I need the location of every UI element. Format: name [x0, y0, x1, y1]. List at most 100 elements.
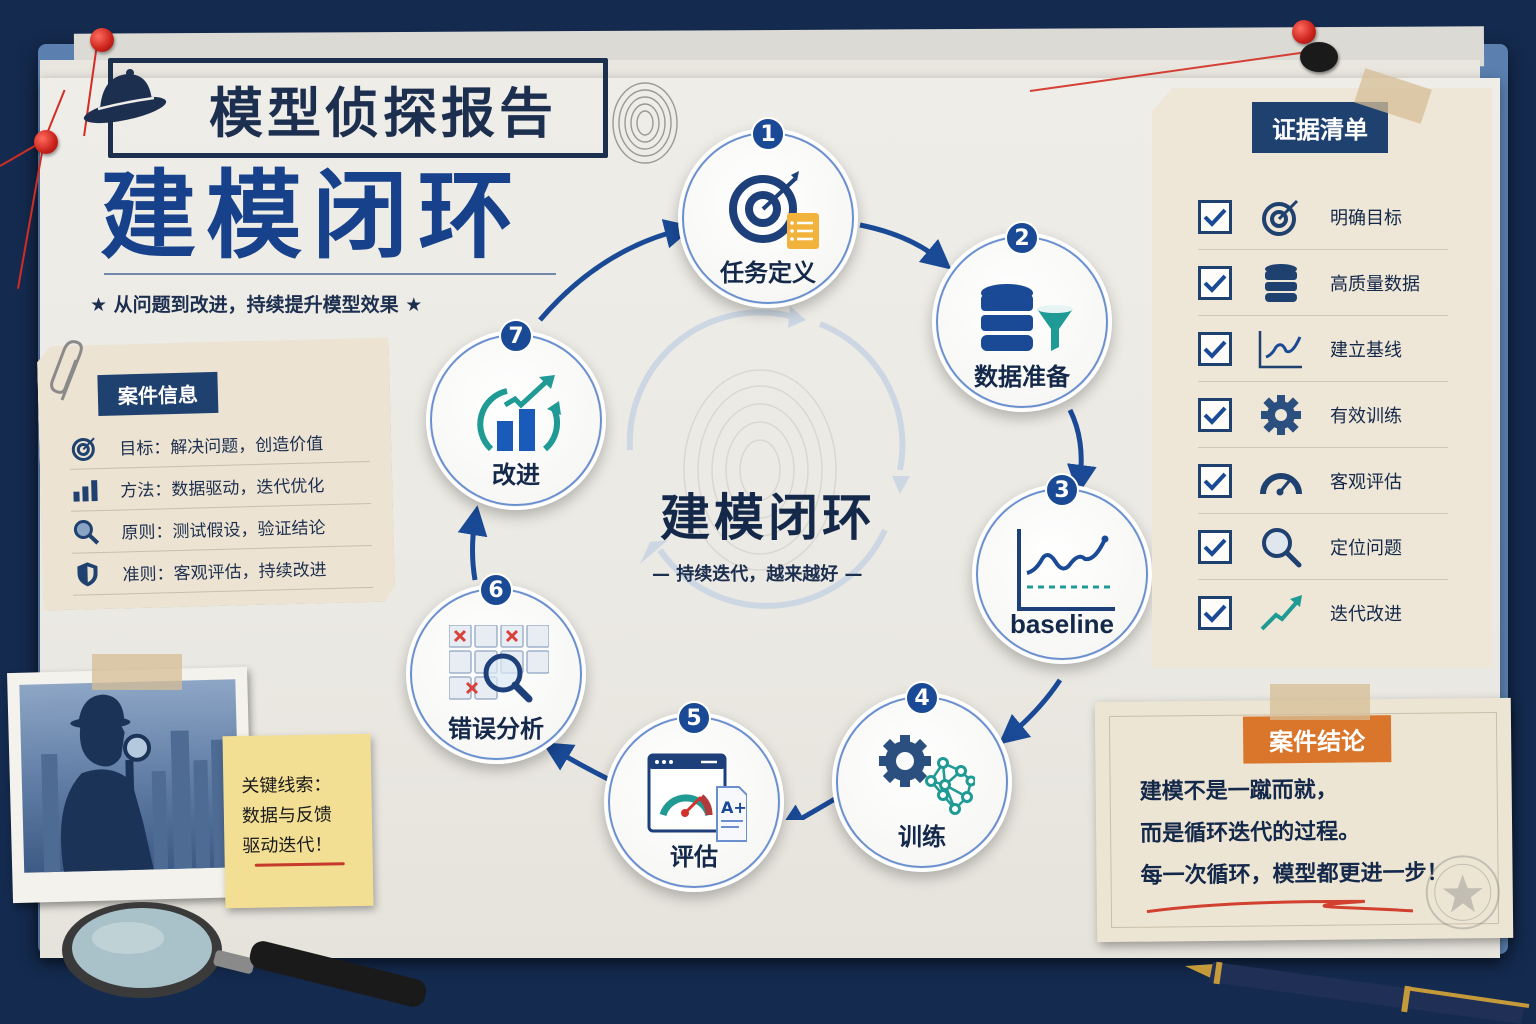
- shield-icon: [72, 562, 103, 587]
- case-conclusion-card: 案件结论 建模不是一蹴而就， 而是循环迭代的过程。 每一次循环，模型都更进一步！: [1094, 697, 1514, 943]
- conclusion-line: 而是循环迭代的过程。: [1140, 819, 1361, 847]
- checkbox-checked[interactable]: [1198, 529, 1232, 564]
- evidence-text: 明确目标: [1330, 207, 1402, 229]
- detective-silhouette-icon: [41, 694, 235, 873]
- evidence-item: 明确目标: [1198, 184, 1448, 250]
- tape: [1270, 684, 1370, 720]
- step-label: 数据准备: [974, 363, 1070, 391]
- step-number: 2: [1005, 221, 1039, 255]
- step-number: 3: [1045, 473, 1079, 507]
- push-pin: [34, 130, 58, 154]
- step-number: 5: [677, 701, 711, 735]
- evidence-text: 有效训练: [1330, 405, 1402, 427]
- gauge-icon: [1256, 460, 1306, 502]
- cycle-background-ring: [626, 306, 910, 609]
- cycle-center-subtitle: — 持续迭代，越来越好 —: [652, 564, 863, 585]
- case-conclusion-label: 案件结论: [1242, 715, 1392, 764]
- main-title: 建模闭环: [100, 160, 524, 272]
- photo-image: [19, 679, 241, 873]
- cycle-step-7[interactable]: 7 改进: [426, 319, 606, 510]
- detective-hat-icon: [83, 69, 167, 124]
- checkbox-checked[interactable]: [1198, 331, 1232, 366]
- evidence-item: 建立基线: [1198, 316, 1448, 382]
- evidence-list: 明确目标 高质量数据 建立基线 有效训练 客观评估 定位问题: [1198, 184, 1448, 646]
- target-icon: [69, 436, 100, 461]
- pin-base: [1300, 42, 1338, 72]
- step-label: 改进: [492, 461, 540, 489]
- case-info-text: 目标：解决问题，创造价值: [119, 434, 324, 460]
- case-info-list: 目标：解决问题，创造价值 方法：数据驱动，迭代优化 原则：测试假设，验证结论 准…: [69, 420, 373, 596]
- evidence-text: 定位问题: [1330, 537, 1402, 559]
- case-info-item: 原则：测试假设，验证结论: [71, 504, 372, 554]
- growth-chart-icon: [477, 375, 561, 452]
- case-info-item: 方法：数据驱动，迭代优化: [70, 462, 371, 512]
- cycle-step-2[interactable]: 2 数据准备: [932, 221, 1112, 412]
- checkbox-checked[interactable]: [1198, 199, 1232, 234]
- push-pin: [1292, 20, 1316, 44]
- evidence-item: 客观评估: [1198, 448, 1448, 514]
- magnifier-icon: [71, 520, 102, 545]
- step-number: 4: [905, 681, 939, 715]
- evidence-text: 建立基线: [1330, 339, 1402, 361]
- case-info-item: 准则：客观评估，持续改进: [72, 546, 373, 596]
- case-info-text: 方法：数据驱动，迭代优化: [120, 476, 325, 502]
- case-info-label: 案件信息: [97, 372, 218, 416]
- case-info-text: 准则：客观评估，持续改进: [122, 560, 327, 586]
- svg-text:A+: A+: [721, 798, 747, 817]
- target-icon: [1256, 196, 1306, 238]
- stamp-title: 模型侦探报告: [209, 81, 557, 145]
- evidence-item: 有效训练: [1198, 382, 1448, 448]
- cycle-step-4[interactable]: 4 训练: [832, 681, 1012, 872]
- evidence-item: 高质量数据: [1198, 250, 1448, 316]
- checkbox-checked[interactable]: [1198, 265, 1232, 300]
- case-info-item: 目标：解决问题，创造价值: [69, 420, 370, 470]
- stamp-title-box: 模型侦探报告: [108, 58, 608, 158]
- subtitle: ★ 从问题到改进，持续提升模型效果 ★: [90, 294, 423, 316]
- sticky-note-text: 关键线索： 数据与反馈 驱动迭代！: [241, 770, 333, 862]
- case-info-text: 原则：测试假设，验证结论: [121, 518, 326, 544]
- step-label: baseline: [1009, 609, 1115, 639]
- target-checklist-icon: [729, 171, 819, 249]
- fountain-pen-prop-icon: [1185, 961, 1530, 1024]
- step-number: 1: [751, 117, 785, 151]
- evidence-item: 定位问题: [1198, 514, 1448, 580]
- bar-chart-icon: [70, 478, 101, 503]
- grid-magnifier-icon: [449, 625, 549, 703]
- conclusion-text: 建模不是一蹴而就， 而是循环迭代的过程。 每一次循环，模型都更进一步！: [1139, 768, 1449, 897]
- database-icon: [1256, 262, 1306, 304]
- star-seal-icon: [1425, 855, 1500, 930]
- gauge-report-icon: A+: [647, 753, 747, 842]
- evidence-checklist-label: 证据清单: [1252, 102, 1388, 153]
- conclusion-line: 每一次循环，模型都更进一步！: [1140, 860, 1449, 889]
- step-label: 评估: [670, 843, 718, 871]
- database-funnel-icon: [981, 284, 1073, 351]
- cycle-step-3[interactable]: 3 baseline: [972, 473, 1152, 664]
- magnifier-icon: [1256, 526, 1306, 568]
- title-divider: [104, 273, 556, 275]
- evidence-item: 迭代改进: [1198, 580, 1448, 646]
- step-label: 任务定义: [720, 259, 816, 287]
- red-underline-scribble: [1146, 899, 1414, 914]
- checkbox-checked[interactable]: [1198, 596, 1232, 630]
- cycle-step-1[interactable]: 1 任务定义: [678, 117, 858, 308]
- cycle-step-6[interactable]: 6 错误分析: [406, 573, 586, 764]
- cycle-step-5[interactable]: 5 A+ 评估: [604, 701, 784, 892]
- sticky-line: 数据与反馈: [241, 804, 333, 827]
- sticky-line: 关键线索：: [241, 774, 332, 797]
- conclusion-line: 建模不是一蹴而就，: [1139, 777, 1338, 805]
- detective-photo: [7, 666, 253, 904]
- step-label: 错误分析: [448, 715, 544, 743]
- evidence-checklist-card: 证据清单 明确目标 高质量数据 建立基线 有效训练 客观评估: [1152, 88, 1492, 668]
- checkbox-checked[interactable]: [1198, 397, 1232, 432]
- trend-up-icon: [1256, 592, 1306, 634]
- push-pin: [90, 28, 114, 52]
- line-chart-icon: [1256, 328, 1306, 370]
- fingerprint-icon: [612, 82, 678, 164]
- checkbox-checked[interactable]: [1198, 463, 1232, 498]
- sticky-note: 关键线索： 数据与反馈 驱动迭代！: [222, 733, 374, 909]
- paperclip-icon: [50, 340, 83, 401]
- evidence-text: 高质量数据: [1330, 273, 1420, 295]
- evidence-text: 客观评估: [1330, 471, 1402, 493]
- step-number: 6: [479, 573, 513, 607]
- step-number: 7: [499, 319, 533, 353]
